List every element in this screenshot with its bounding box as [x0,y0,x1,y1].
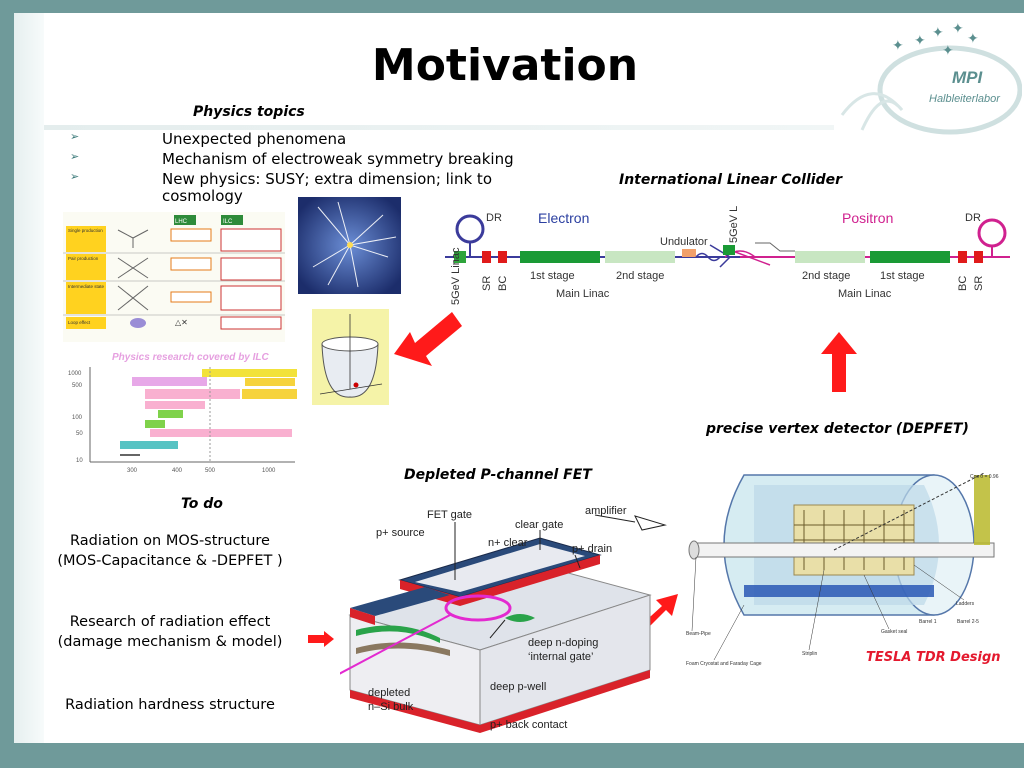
svg-text:p+ back contact: p+ back contact [490,719,567,731]
svg-text:ILC: ILC [223,219,233,225]
svg-text:deep p-well: deep p-well [490,681,546,693]
svg-text:✦: ✦ [914,32,926,48]
mpi-logo: ✦✦✦ ✦✦✦ MPI Halbleiterlabor [840,20,1022,135]
svg-text:500: 500 [72,383,83,389]
svg-text:BC: BC [957,276,969,291]
svg-text:1st stage: 1st stage [530,270,575,282]
bullet-arrow-icon: ➢ [70,150,80,163]
bullet-arrow-icon: ➢ [70,130,80,143]
ilc-linac-diagram: DR DR Electron Positron Undulator 5GeV L… [445,205,1010,305]
tesla-detector-image: Cos θ = 0.96 Beam-Pipe Foam Cryostat and… [686,472,999,667]
svg-text:△✕: △✕ [175,318,188,327]
red-arrow-right-small-icon [308,631,334,647]
ilc-label: International Linear Collider [619,172,842,188]
svg-text:Pair production: Pair production [68,256,99,261]
red-arrow-left-icon [394,312,462,366]
svg-text:LHC: LHC [175,219,188,225]
bullet-arrow-icon: ➢ [70,170,80,183]
todo-label: To do [181,496,223,512]
svg-text:✦: ✦ [967,30,979,46]
list-item: ➢Unexpected phenomena [70,130,347,148]
svg-text:amplifier: amplifier [585,505,627,517]
svg-text:2nd stage: 2nd stage [616,270,664,282]
svg-text:1000: 1000 [262,468,276,474]
svg-text:✦: ✦ [932,24,944,40]
svg-text:300: 300 [127,468,138,474]
svg-text:SR: SR [481,276,493,291]
list-item: ➢Mechanism of electroweak symmetry break… [70,150,514,168]
bottom-band [0,743,1024,768]
svg-text:‘internal gate’: ‘internal gate’ [528,651,593,663]
tesla-label: TESLA TDR Design [866,650,1001,665]
todo-item-2: Research of radiation effect (damage mec… [57,614,283,650]
svg-text:Beam-Pipe: Beam-Pipe [686,631,711,637]
list-item: ➢New physics: SUSY; extra dimension; lin… [70,170,492,188]
header-divider [44,125,834,130]
physics-topics-label: Physics topics [193,104,305,120]
slide-title: Motivation [371,40,639,91]
svg-text:SR: SR [973,276,985,291]
svg-text:n+ clear: n+ clear [488,537,528,549]
logo-name: MPI [952,68,984,87]
svg-text:clear gate: clear gate [515,519,563,531]
svg-text:2nd stage: 2nd stage [802,270,850,282]
svg-text:10: 10 [76,458,83,464]
svg-text:depleted: depleted [368,687,410,699]
svg-text:1st stage: 1st stage [880,270,925,282]
svg-text:500: 500 [205,468,216,474]
svg-text:Barrel 2-5: Barrel 2-5 [957,619,979,625]
higgs-potential-image [312,309,389,405]
svg-text:Physics research covered by IL: Physics research covered by ILC [112,352,270,363]
red-arrow-up-icon [821,332,857,392]
svg-text:100: 100 [72,415,83,421]
svg-text:50: 50 [76,431,83,437]
svg-text:n–Si bulk: n–Si bulk [368,701,414,713]
svg-text:Ladders: Ladders [956,601,975,607]
svg-text:deep n-doping: deep n-doping [528,637,598,649]
physics-bullets: ➢Unexpected phenomena ➢Mechanism of elec… [70,130,570,207]
svg-text:Loop effect: Loop effect [68,320,91,325]
svg-text:p+ source: p+ source [376,527,425,539]
svg-text:1000: 1000 [68,371,82,377]
svg-text:✦: ✦ [952,20,964,36]
svg-text:Electron: Electron [538,210,589,226]
svg-text:Gasket seal: Gasket seal [881,629,907,635]
svg-text:DR: DR [486,212,502,224]
svg-text:Single production: Single production [68,228,103,233]
physics-research-chart: Physics research covered by ILC 1000 500 1… [60,347,300,487]
svg-text:Barrel 1: Barrel 1 [919,619,937,625]
svg-text:400: 400 [172,468,183,474]
collision-event-image [298,197,401,294]
svg-text:FET gate: FET gate [427,509,472,521]
todo-item-3: Radiation hardness structure [65,697,275,713]
physics-table-image: LHC ILC Single production Pair productio… [63,212,285,342]
left-stripe [14,13,44,743]
svg-text:5GeV Linac: 5GeV Linac [450,247,462,305]
svg-text:BC: BC [497,276,509,291]
svg-text:Intermediate state: Intermediate state [68,284,105,289]
svg-text:Positron: Positron [842,210,893,226]
logo-sub: Halbleiterlabor [929,93,1001,105]
depfet-label: Depleted P-channel FET [404,467,592,483]
svg-text:Undulator: Undulator [660,236,708,248]
svg-text:5GeV Linac: 5GeV Linac [728,205,740,243]
list-item-continued: cosmology [162,187,243,205]
svg-text:Striplin: Striplin [802,651,818,657]
vertex-detector-label: precise vertex detector (DEPFET) [706,421,969,437]
svg-text:✦: ✦ [942,42,954,58]
svg-text:DR: DR [965,212,981,224]
svg-text:Foam Cryostat and Faraday Cage: Foam Cryostat and Faraday Cage [686,661,762,667]
svg-text:Main Linac: Main Linac [556,288,610,300]
svg-text:p+ drain: p+ drain [572,543,612,555]
svg-text:Cos θ = 0.96: Cos θ = 0.96 [970,474,999,480]
todo-item-1: Radiation on MOS-structure (MOS-Capacita… [57,533,283,569]
svg-text:✦: ✦ [892,37,904,53]
svg-text:Main Linac: Main Linac [838,288,892,300]
depfet-structure-diagram: FET gate clear gate amplifier p+ source … [340,505,667,733]
